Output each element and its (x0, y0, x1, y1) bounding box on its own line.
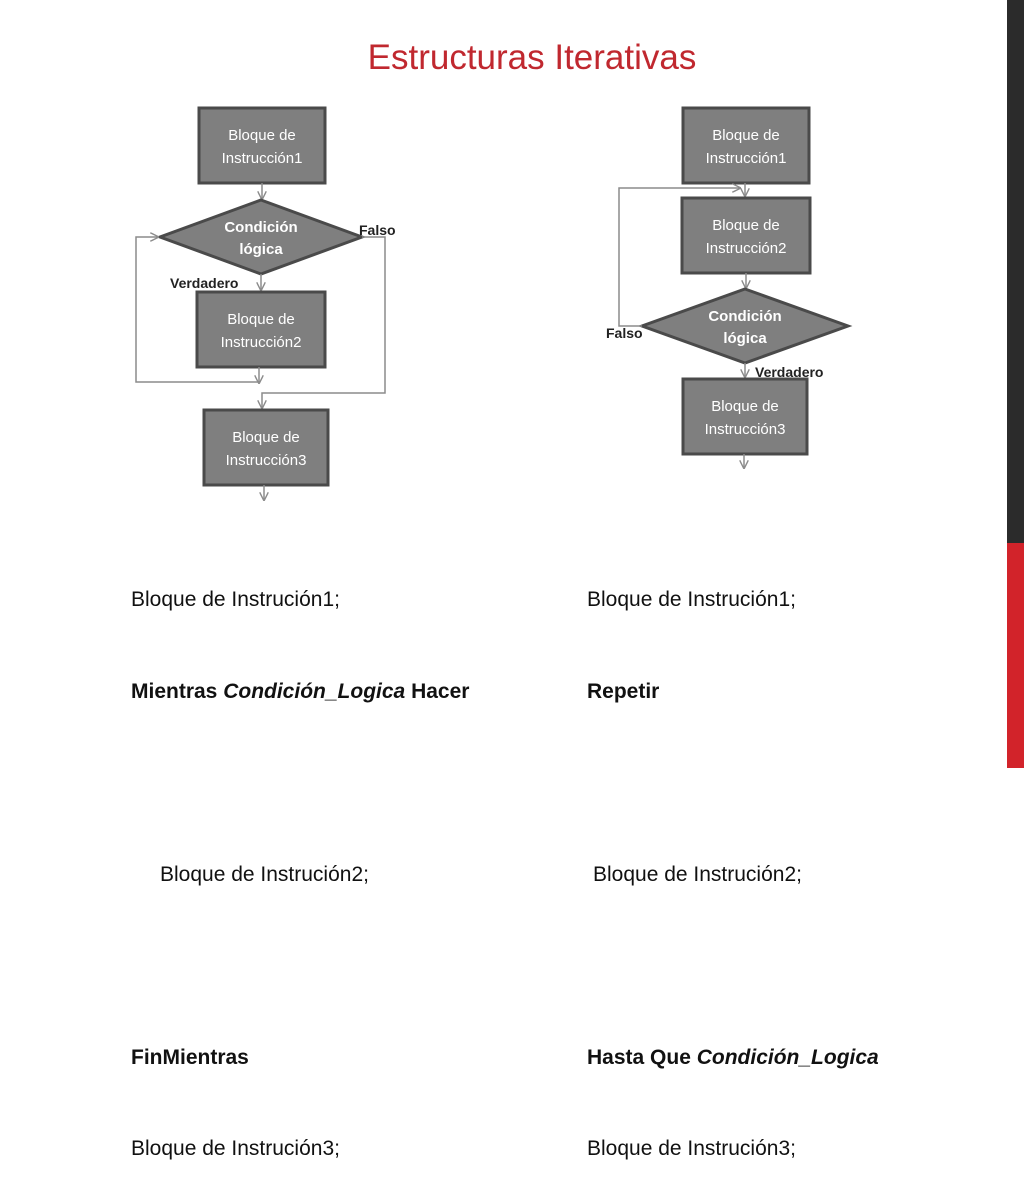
repeat-box3-line1: Bloque de (711, 398, 779, 415)
while-code-line3: Bloque de Instrución2; (160, 862, 369, 886)
while-cond-line1: Condición (224, 219, 297, 236)
while-false-label: Falso (359, 222, 396, 238)
repeat-box1-line2: Instrucción1 (706, 150, 787, 167)
repeat-flowchart: Bloque de Instrucción1 Bloque de Instruc… (606, 106, 853, 468)
repeat-false-label: Falso (606, 325, 643, 341)
while-code-line1: Bloque de Instrución1; (131, 588, 340, 611)
side-accent-bar-red (1007, 543, 1024, 768)
repeat-condition-diamond: Condición lógica (637, 287, 853, 365)
repeat-loop-back-arrow (618, 188, 740, 327)
repeat-box-instruccion2: Bloque de Instrucción2 (680, 196, 812, 275)
while-keyword-mientras: Mientras (131, 679, 218, 703)
slide-title: Estructuras Iterativas (367, 38, 697, 77)
repeat-box-instruccion3: Bloque de Instrucción3 (681, 377, 809, 456)
while-box2-line1: Bloque de (227, 311, 295, 328)
repeat-condition-text: Condición_Logica (696, 1045, 879, 1069)
while-loop-back-arrow (135, 237, 259, 383)
repeat-code-line1: Bloque de Instrución1; (587, 588, 796, 611)
while-box2-line2: Instrucción2 (221, 334, 302, 351)
repeat-code-blank1 (587, 768, 879, 799)
side-accent-bar-dark (1007, 0, 1024, 543)
while-code-blank2 (131, 951, 469, 982)
flowcharts: Bloque de Instrucción1 Condición lógica … (135, 106, 853, 520)
while-pseudocode: Bloque de Instrución1; Mientras Condició… (131, 524, 469, 1195)
while-box-instruccion2: Bloque de Instrucción2 (195, 290, 327, 369)
repeat-code-line5: Bloque de Instrución3; (587, 1137, 796, 1160)
repeat-code-line4: Hasta Que Condición_Logica (587, 1043, 879, 1074)
repeat-true-label: Verdadero (755, 364, 823, 380)
while-false-exit-arrow (262, 236, 386, 408)
while-box3-line1: Bloque de (232, 429, 300, 446)
while-box3-line2: Instrucción3 (226, 452, 307, 469)
repeat-box2-line1: Bloque de (712, 217, 780, 234)
while-cond-line2: lógica (239, 241, 283, 258)
repeat-cond-line2: lógica (723, 330, 767, 347)
while-condition-diamond: Condición lógica (155, 198, 367, 276)
while-code-line2: Mientras Condición_Logica Hacer (131, 677, 469, 708)
repeat-cond-line1: Condición (708, 308, 781, 325)
while-true-label: Verdadero (170, 275, 238, 291)
repeat-pseudocode: Bloque de Instrución1; Repetir Bloque de… (587, 524, 879, 1195)
side-gap (1001, 0, 1007, 768)
while-code-blank1 (131, 768, 469, 799)
repeat-code-line2: Repetir (587, 679, 660, 703)
repeat-box3-line2: Instrucción3 (705, 421, 786, 438)
while-condition-text: Condición_Logica (223, 679, 406, 703)
repeat-keyword-hasta-que: Hasta Que (587, 1045, 691, 1069)
repeat-box1-line1: Bloque de (712, 127, 780, 144)
while-box1-line2: Instrucción1 (222, 150, 303, 167)
while-box-instruccion1: Bloque de Instrucción1 (197, 106, 327, 185)
repeat-code-line3: Bloque de Instrución2; (593, 862, 802, 886)
while-flowchart: Bloque de Instrucción1 Condición lógica … (135, 106, 396, 500)
repeat-box-instruccion1: Bloque de Instrucción1 (681, 106, 811, 185)
while-code-line5: Bloque de Instrución3; (131, 1137, 340, 1160)
while-box-instruccion3: Bloque de Instrucción3 (202, 408, 330, 487)
repeat-code-blank2 (587, 951, 879, 982)
while-box1-line1: Bloque de (228, 127, 296, 144)
repeat-box2-line2: Instrucción2 (706, 240, 787, 257)
while-keyword-hacer: Hacer (411, 679, 470, 703)
while-code-line4: FinMientras (131, 1045, 249, 1069)
